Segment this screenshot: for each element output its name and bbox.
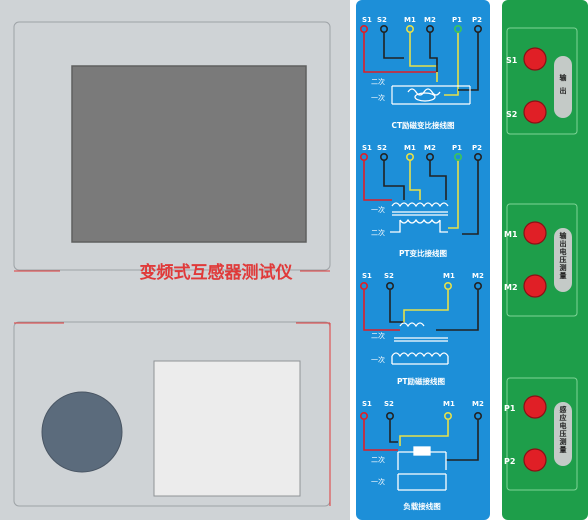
ct-core: [407, 88, 441, 102]
terminal-label: S1: [362, 400, 372, 408]
terminal-label: P2: [472, 16, 482, 24]
pt-ratio-wires: [363, 160, 479, 235]
terminal-label: M2: [472, 400, 484, 408]
terminal-label-p1: P1: [504, 404, 516, 413]
terminal-label: P2: [472, 144, 482, 152]
pt-ratio-terminals: [359, 153, 482, 162]
terminal-label: S1: [362, 144, 372, 152]
terminal-label: M2: [472, 272, 484, 280]
voltage-output-label-pill: [554, 228, 572, 292]
binding-post-m2[interactable]: [523, 274, 547, 298]
diagram-caption: PT变比接线图: [399, 248, 448, 258]
pt-ratio-coils: [390, 202, 449, 233]
terminal-label-m1: M1: [504, 230, 518, 239]
winding-label-primary: 一次: [371, 93, 385, 102]
terminal-label: M1: [443, 272, 455, 280]
winding-label-secondary: 二次: [371, 455, 385, 464]
load-wires: [363, 420, 479, 461]
binding-post-p2[interactable]: [523, 448, 547, 472]
terminal-label: P1: [452, 16, 462, 24]
wiring-diagram-panel: [356, 0, 490, 520]
diagram-pt-excitation: S1 S2 M1 M2: [362, 272, 484, 280]
terminal-label-s1: S1: [506, 56, 518, 65]
voltage-output-group-label: 输出电压测量: [559, 231, 568, 280]
load-circuit: [397, 446, 447, 491]
diagram-caption: PT励磁接线图: [397, 376, 446, 386]
diagram-pt-ratio: S1 S2 M1 M2 P1 P2: [362, 144, 482, 152]
printer-panel: [153, 360, 301, 497]
winding-label-secondary: 二次: [371, 331, 385, 340]
binding-post-s2[interactable]: [523, 100, 547, 124]
rotary-knob[interactable]: [41, 391, 123, 473]
instrument-title: 变频式互感器测试仪: [140, 262, 294, 283]
pt-excitation-coils: [391, 322, 449, 365]
pt-excitation-terminals: [359, 281, 482, 290]
terminal-panel: [502, 0, 588, 520]
binding-post-m1[interactable]: [523, 221, 547, 245]
diagram-caption: 负载接线图: [403, 501, 441, 511]
output-group-frame: [506, 27, 578, 135]
diagram-caption: CT励磁变比接线图: [391, 120, 455, 130]
terminal-label: M1: [443, 400, 455, 408]
terminal-label: S1: [362, 16, 372, 24]
terminal-label-s2: S2: [506, 110, 517, 119]
upper-frame: [13, 21, 331, 271]
binding-post-p1[interactable]: [523, 395, 547, 419]
terminal-label-p2: P2: [504, 457, 515, 466]
diagram-ct: S1 S2 M1 M2 P1 P2: [362, 16, 482, 24]
terminal-label: S2: [377, 16, 387, 24]
output-label-pill: [554, 56, 572, 118]
load-terminals: [359, 411, 482, 420]
binding-post-s1[interactable]: [523, 47, 547, 71]
output-group-label: 输出: [559, 73, 568, 100]
ct-terminals: [359, 24, 482, 33]
lcd-screen: [71, 65, 307, 243]
terminal-label: S2: [384, 272, 394, 280]
pt-excitation-wires: [363, 290, 479, 331]
winding-label-primary: 一次: [371, 477, 385, 486]
winding-label-primary: 一次: [371, 355, 385, 364]
terminal-label: P1: [452, 144, 462, 152]
terminal-label: M2: [424, 16, 436, 24]
winding-label-primary: 一次: [371, 205, 385, 214]
terminal-label: S2: [377, 144, 387, 152]
induced-voltage-group-label: 感应电压测量: [559, 405, 567, 454]
induced-voltage-label-pill: [554, 402, 572, 466]
terminal-label: M1: [404, 16, 416, 24]
winding-label-secondary: 二次: [371, 77, 385, 86]
terminal-label: S2: [384, 400, 394, 408]
winding-label-secondary: 二次: [371, 228, 385, 237]
terminal-label: M1: [404, 144, 416, 152]
terminal-label-m2: M2: [504, 283, 518, 292]
induced-voltage-group-frame: [506, 377, 578, 491]
ct-wires: [363, 32, 479, 105]
voltage-output-group-frame: [506, 203, 578, 317]
diagram-load: S1 S2 M1 M2: [362, 400, 484, 408]
terminal-label: S1: [362, 272, 372, 280]
terminal-label: M2: [424, 144, 436, 152]
